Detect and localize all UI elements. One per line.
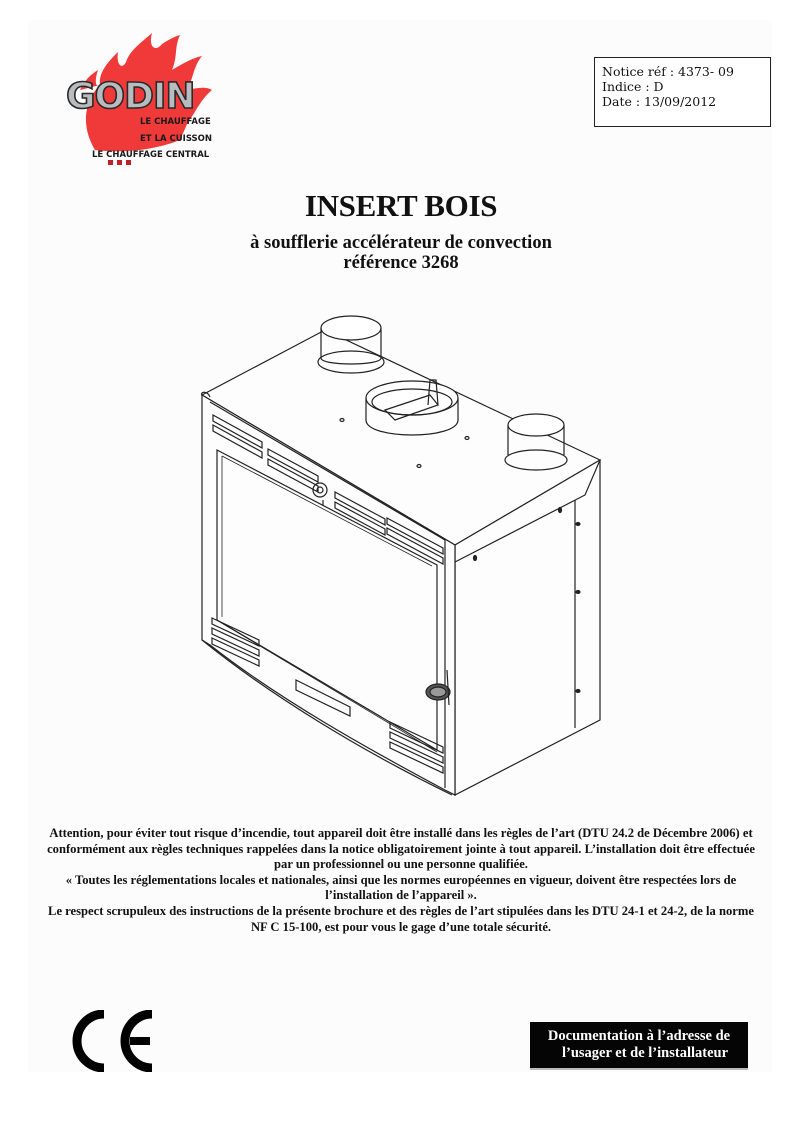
flame-logo-icon: GODIN LE CHAUFFAGE ET LA CUISSON LE CHAU…	[65, 33, 212, 165]
page-title: INSERT BOIS	[304, 188, 498, 223]
warning-paragraph-3: Le respect scrupuleux des instructions d…	[48, 903, 754, 934]
ce-mark	[68, 1010, 158, 1072]
date: Date : 13/09/2012	[602, 94, 717, 109]
svg-text:LE CHAUFFAGE: LE CHAUFFAGE	[140, 117, 211, 127]
godin-logo: GODIN LE CHAUFFAGE ET LA CUISSON LE CHAU…	[60, 30, 230, 165]
wood-insert-drawing-icon	[200, 315, 602, 796]
subtitle: à soufflerie accélérateur de convection …	[0, 233, 802, 273]
notice-ref: Notice réf : 4373- 09	[602, 64, 734, 79]
ce-mark-icon	[72, 1010, 153, 1072]
warning-paragraph-2: « Toutes les réglementations locales et …	[65, 872, 737, 903]
subtitle-line-2: référence 3268	[343, 253, 459, 273]
svg-text:ET LA CUISSON: ET LA CUISSON	[140, 134, 212, 144]
documentation-badge-line-2: l’usager et de l’installateur	[561, 1045, 729, 1061]
documentation-badge: Documentation à l’adresse de l’usager et…	[530, 1022, 748, 1070]
insert-illustration	[190, 300, 610, 800]
subtitle-line-1: à soufflerie accélérateur de convection	[250, 233, 552, 253]
documentation-badge-line-1: Documentation à l’adresse de	[547, 1028, 731, 1044]
svg-text:GODIN: GODIN	[66, 76, 195, 117]
warning-paragraph-1: Attention, pour éviter tout risque d’inc…	[47, 826, 755, 872]
indice: Indice : D	[602, 79, 664, 94]
safety-warning: Attention, pour éviter tout risque d’inc…	[40, 826, 762, 935]
notice-reference-box: Notice réf : 4373- 09 Indice : D Date : …	[594, 57, 771, 127]
svg-text:LE CHAUFFAGE CENTRAL: LE CHAUFFAGE CENTRAL	[92, 150, 210, 160]
